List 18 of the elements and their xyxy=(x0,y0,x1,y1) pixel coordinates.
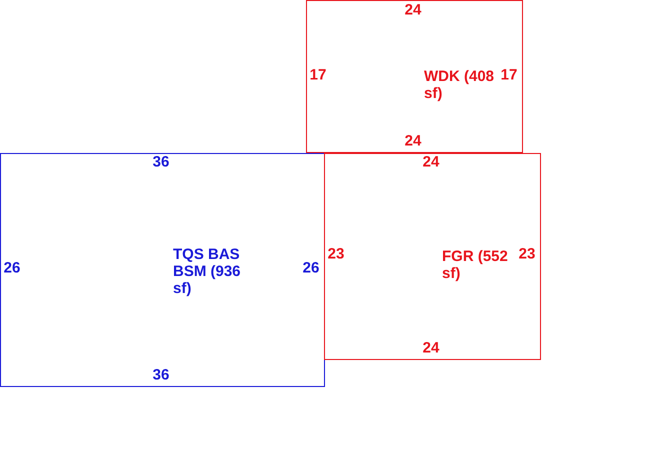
dimension-label: 26 xyxy=(4,260,20,276)
room-label: TQS BAS BSM (936 sf) xyxy=(173,246,242,297)
room-outline xyxy=(324,153,541,360)
room-outline xyxy=(306,0,523,153)
dimension-label: 24 xyxy=(404,132,422,150)
dimension-label: 24 xyxy=(422,154,440,170)
room-outline xyxy=(0,153,325,387)
dimension-label: 26 xyxy=(302,260,320,276)
room-label: FGR (552 sf) xyxy=(442,248,509,282)
dimension-label: 17 xyxy=(310,66,326,84)
room-label: WDK (408 sf) xyxy=(424,68,494,102)
dimension-label: 23 xyxy=(518,246,536,262)
dimension-label: 17 xyxy=(500,66,518,84)
dimension-label: 24 xyxy=(422,340,440,356)
dimension-label: 24 xyxy=(404,2,422,18)
dimension-label: 23 xyxy=(328,246,344,262)
dimension-label: 36 xyxy=(152,154,170,170)
dimension-label: 36 xyxy=(152,366,170,384)
